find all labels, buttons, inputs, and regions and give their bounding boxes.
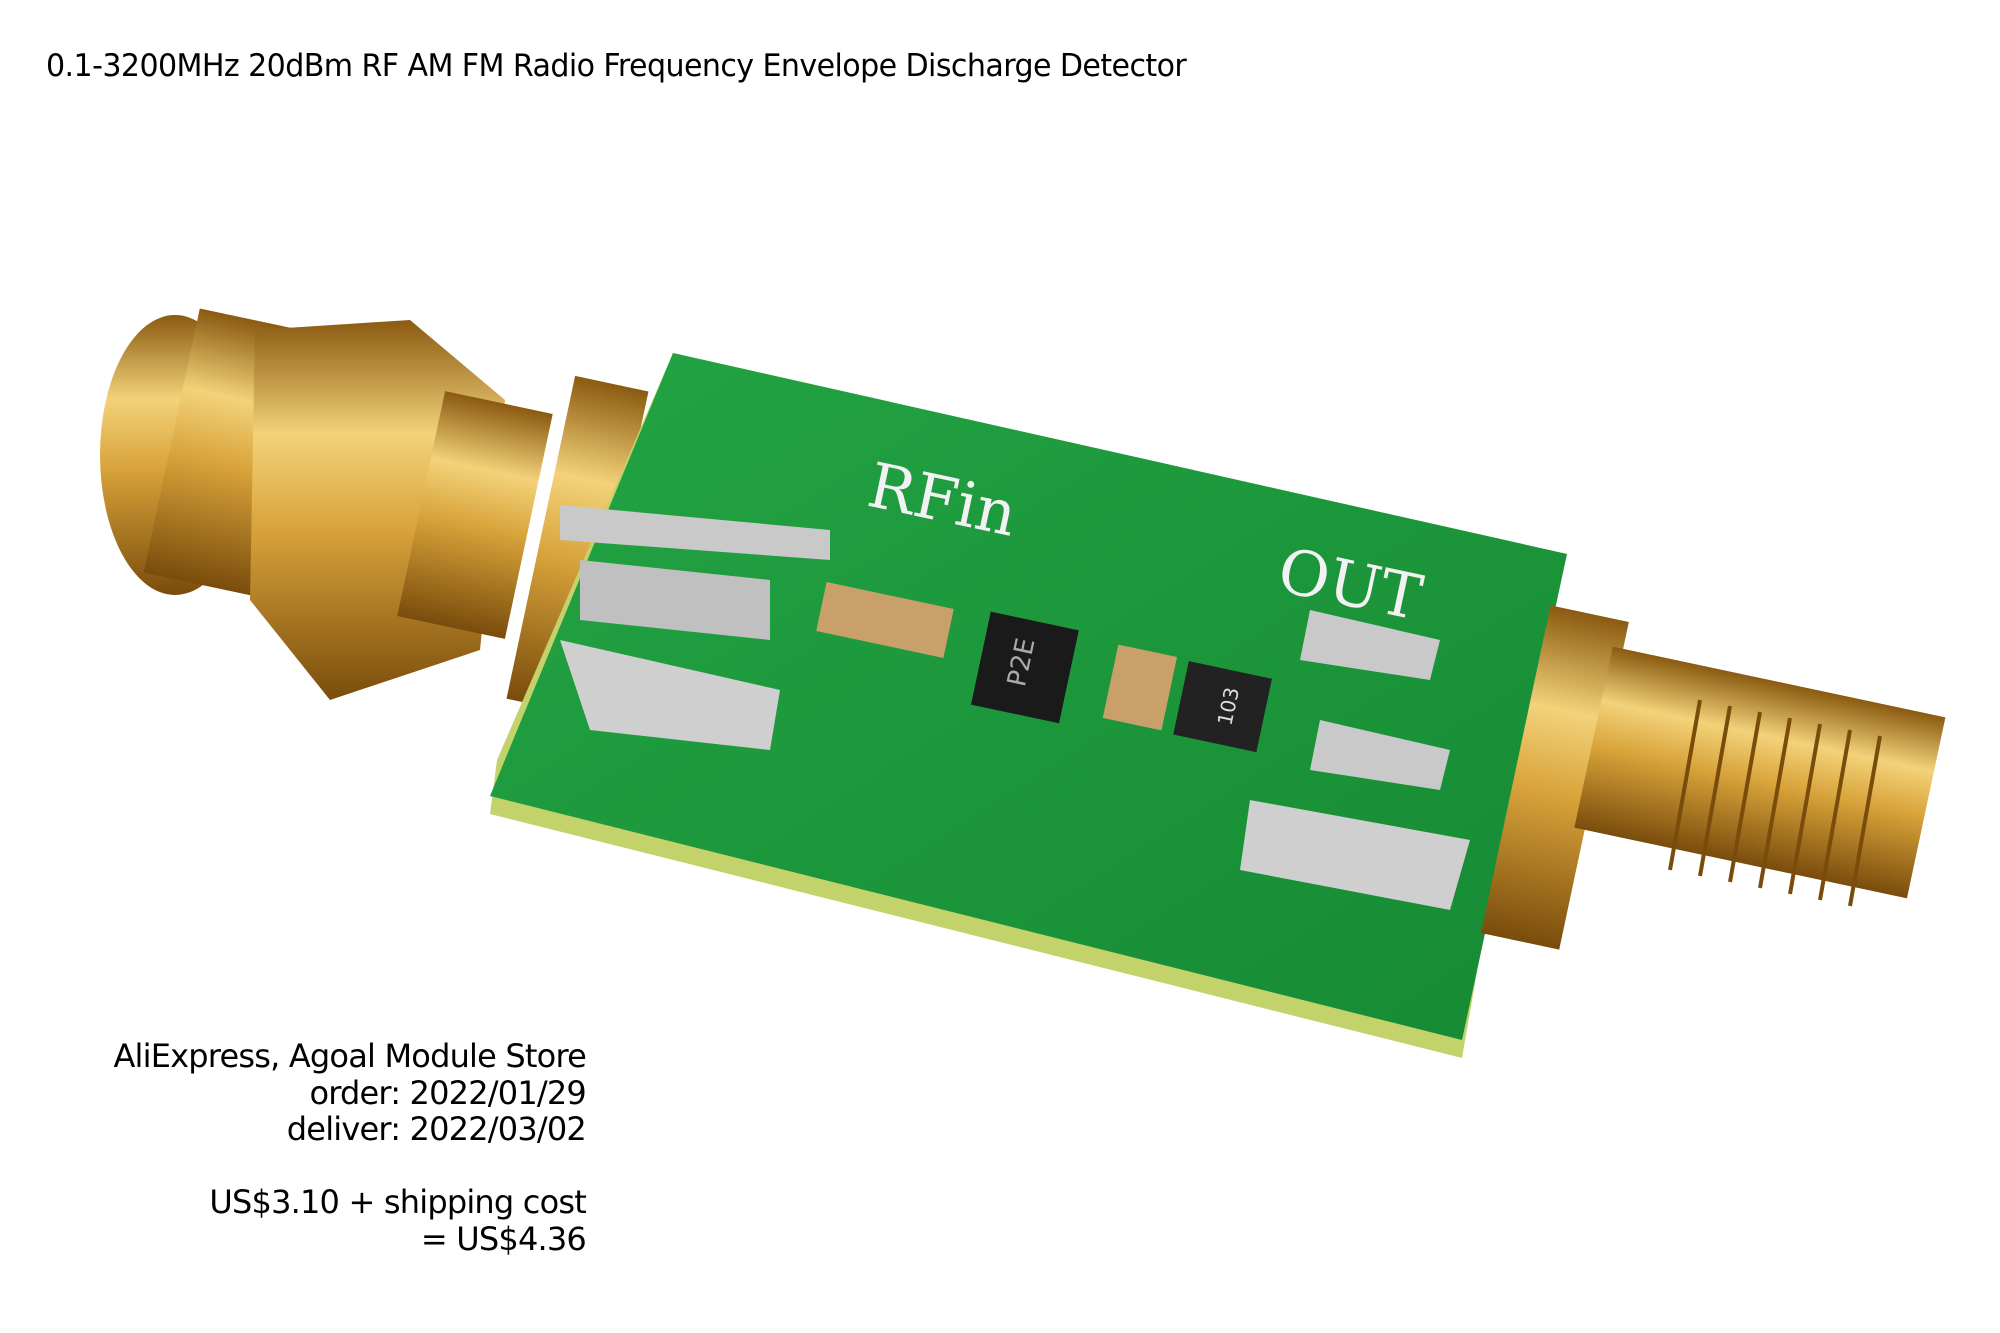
deliver-date: deliver: 2022/03/02	[286, 1110, 587, 1148]
left-sma-connector	[100, 308, 649, 715]
page-title: 0.1-3200MHz 20dBm RF AM FM Radio Frequen…	[46, 48, 1187, 84]
pcb-board: RFin OUT P2E 103	[490, 353, 1567, 1058]
store-name: AliExpress, Agoal Module Store	[113, 1037, 586, 1075]
order-date: order: 2022/01/29	[309, 1073, 586, 1112]
total-price: = US$4.36	[420, 1219, 587, 1258]
right-sma-connector	[1480, 605, 1946, 950]
purchase-info: AliExpress, Agoal Module Store order: 20…	[113, 1038, 586, 1257]
price: US$3.10 + shipping cost	[209, 1183, 586, 1221]
